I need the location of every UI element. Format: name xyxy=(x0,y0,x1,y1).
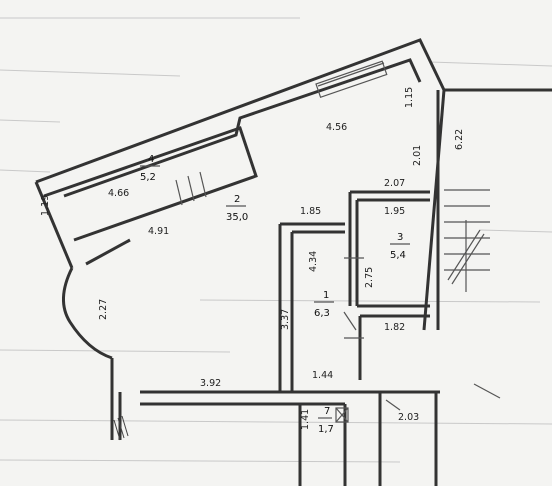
dim-4-34: 4.34 xyxy=(308,251,319,272)
room-2-area: 35,0 xyxy=(226,212,248,223)
dim-2-01: 2.01 xyxy=(412,145,423,166)
dim-6-22: 6.22 xyxy=(454,129,465,150)
dim-4-56: 4.56 xyxy=(326,122,347,133)
dim-4-66: 4.66 xyxy=(108,188,129,199)
dimension-labels: 1.19 4.66 4.91 4.56 1.15 2.01 6.22 2.07 … xyxy=(40,87,465,430)
dim-2-27: 2.27 xyxy=(98,299,109,320)
room-4-number: 4 xyxy=(148,154,154,165)
room-7-number: 7 xyxy=(324,406,330,417)
dim-3-37: 3.37 xyxy=(280,309,291,330)
dim-1-95: 1.95 xyxy=(384,206,405,217)
dim-1-85: 1.85 xyxy=(300,206,321,217)
walls xyxy=(34,38,552,486)
dim-1-15: 1.15 xyxy=(404,87,415,108)
dim-1-82: 1.82 xyxy=(384,322,405,333)
room-1-area: 6,3 xyxy=(314,308,330,319)
room-7-area: 1,7 xyxy=(318,424,334,435)
dim-1-44: 1.44 xyxy=(312,370,333,381)
background-bleed xyxy=(0,17,552,463)
dim-3-92: 3.92 xyxy=(200,378,221,389)
dim-1-19: 1.19 xyxy=(40,195,51,216)
room-3-area: 5,4 xyxy=(390,250,406,261)
dim-2-07: 2.07 xyxy=(384,178,405,189)
room-3-number: 3 xyxy=(397,232,403,243)
details xyxy=(113,60,501,441)
room-labels: 4 5,2 2 35,0 3 5,4 1 6,3 7 1,7 xyxy=(140,154,410,435)
dim-2-03: 2.03 xyxy=(398,412,419,423)
dim-1-41: 1.41 xyxy=(300,409,311,430)
room-2-number: 2 xyxy=(234,194,240,205)
room-4-area: 5,2 xyxy=(140,172,156,183)
room-1-number: 1 xyxy=(323,290,329,301)
dim-4-91: 4.91 xyxy=(148,226,169,237)
dim-2-75: 2.75 xyxy=(364,267,375,288)
